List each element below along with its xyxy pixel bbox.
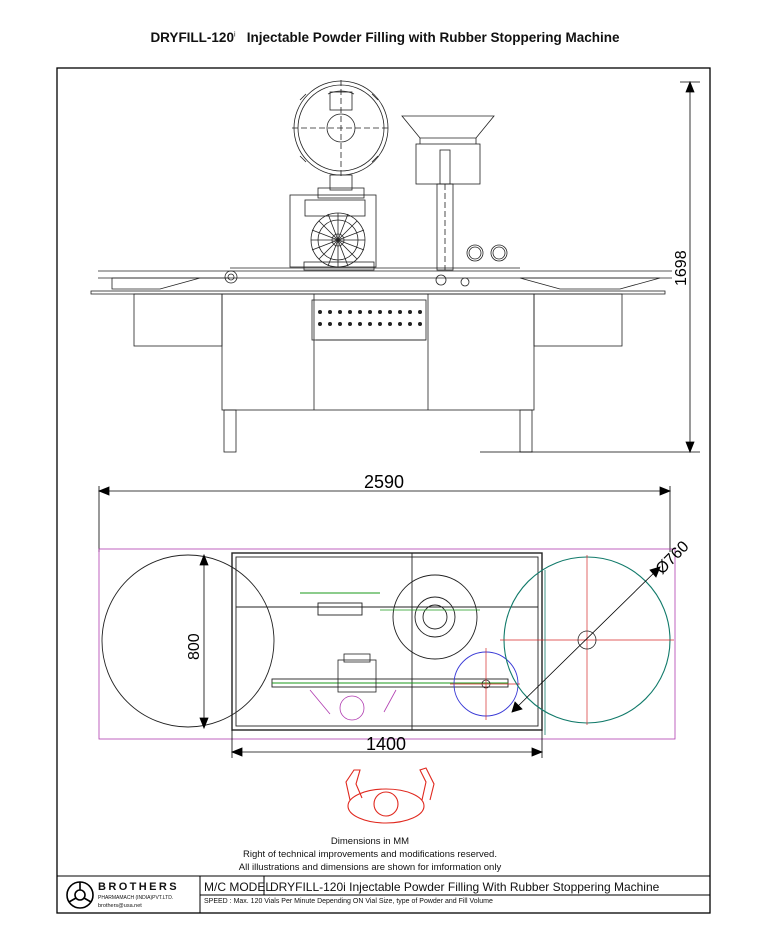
operator-figure (345, 767, 435, 824)
width-value: 800 (186, 633, 203, 660)
left-leg (223, 409, 237, 453)
machine-cabinet (221, 293, 535, 411)
brand-name: BROTHERS (98, 881, 179, 893)
company-logo: BROTHERS PHARMAMACH (INDIA)PVT.LTD. brot… (62, 878, 198, 912)
diameter-dimension (511, 566, 661, 713)
drawing-title: DRYFILL-120i Injectable Powder Filling w… (0, 30, 770, 45)
drawing-notes: Dimensions in MM Right of technical impr… (200, 835, 540, 874)
length-dimension (97, 486, 672, 552)
company-email: brothers@usa.net (98, 903, 142, 909)
speed-row: SPEED : Max. 120 Vials Per Minute Depend… (204, 898, 493, 905)
stopper-bowl-plan (392, 574, 478, 660)
filling-head (289, 194, 377, 268)
model-label: M/C MODEL (204, 880, 273, 894)
right-turntable-housing (533, 293, 623, 347)
table-length-value: 1400 (366, 734, 406, 754)
title-description: Injectable Powder Filling with Rubber St… (246, 30, 620, 45)
brothers-logo-emblem (66, 881, 94, 909)
diameter-value: Ø760 (653, 538, 693, 578)
height-dimension (480, 80, 700, 454)
infeed-turntable (101, 554, 275, 728)
left-turntable-housing (133, 293, 223, 347)
title-model: DRYFILL-120 (150, 30, 234, 45)
title-superscript: i (233, 31, 236, 39)
right-leg (519, 409, 533, 453)
length-value: 2590 (364, 472, 404, 492)
table-length-dimension (230, 730, 544, 758)
height-value: 1698 (673, 250, 690, 286)
table-top (90, 290, 666, 295)
note-units: Dimensions in MM (330, 836, 410, 847)
drawing-frame (56, 67, 711, 914)
stopper-bowl (401, 115, 495, 139)
note-disclaimer: All illustrations and dimensions are sho… (238, 862, 502, 873)
width-dimension (199, 553, 209, 730)
filling-head-plan (309, 653, 397, 721)
note-rights: Right of technical improvements and modi… (243, 849, 497, 860)
control-panel (311, 299, 427, 341)
machine-envelope (98, 548, 676, 740)
model-value: DRYFILL-120i Injectable Powder Filling W… (270, 880, 660, 894)
plan-table (231, 552, 543, 731)
company-name: PHARMAMACH (INDIA)PVT.LTD. (98, 895, 174, 901)
front-elevation (90, 80, 672, 453)
control-panel-buttons (318, 310, 422, 326)
